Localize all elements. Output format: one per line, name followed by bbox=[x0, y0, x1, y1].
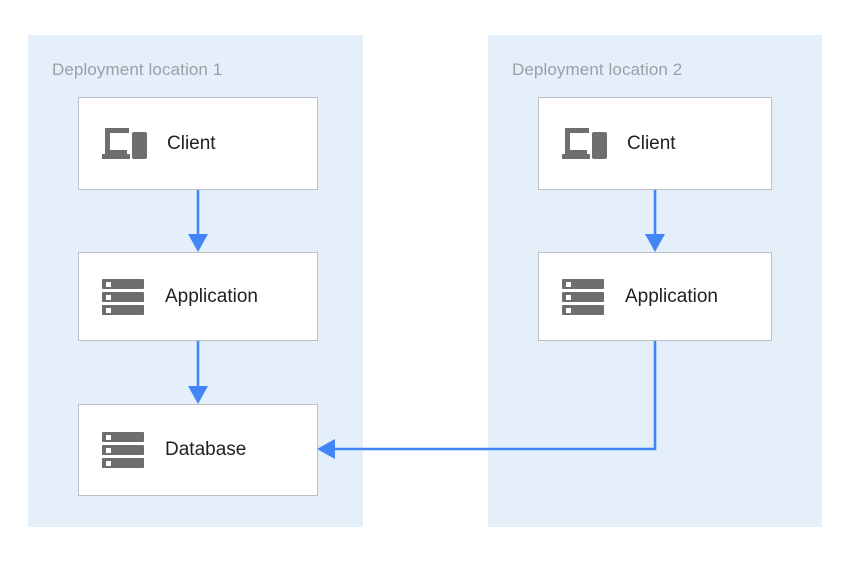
node-application-1-label: Application bbox=[165, 285, 258, 307]
client-devices-icon bbox=[101, 124, 147, 164]
server-icon bbox=[561, 277, 605, 317]
node-database-1[interactable]: Database bbox=[78, 404, 318, 496]
deployment-zone-2-label: Deployment location 2 bbox=[512, 60, 683, 79]
node-application-2[interactable]: Application bbox=[538, 252, 772, 341]
node-application-2-label: Application bbox=[625, 285, 718, 307]
deployment-zone-1-label: Deployment location 1 bbox=[52, 60, 223, 79]
node-application-1[interactable]: Application bbox=[78, 252, 318, 341]
node-client-2-label: Client bbox=[627, 132, 676, 154]
node-client-1-label: Client bbox=[167, 132, 216, 154]
node-client-2[interactable]: Client bbox=[538, 97, 772, 190]
node-client-1[interactable]: Client bbox=[78, 97, 318, 190]
client-devices-icon bbox=[561, 124, 607, 164]
server-icon bbox=[101, 277, 145, 317]
node-database-1-label: Database bbox=[165, 439, 247, 460]
server-icon bbox=[101, 430, 145, 470]
